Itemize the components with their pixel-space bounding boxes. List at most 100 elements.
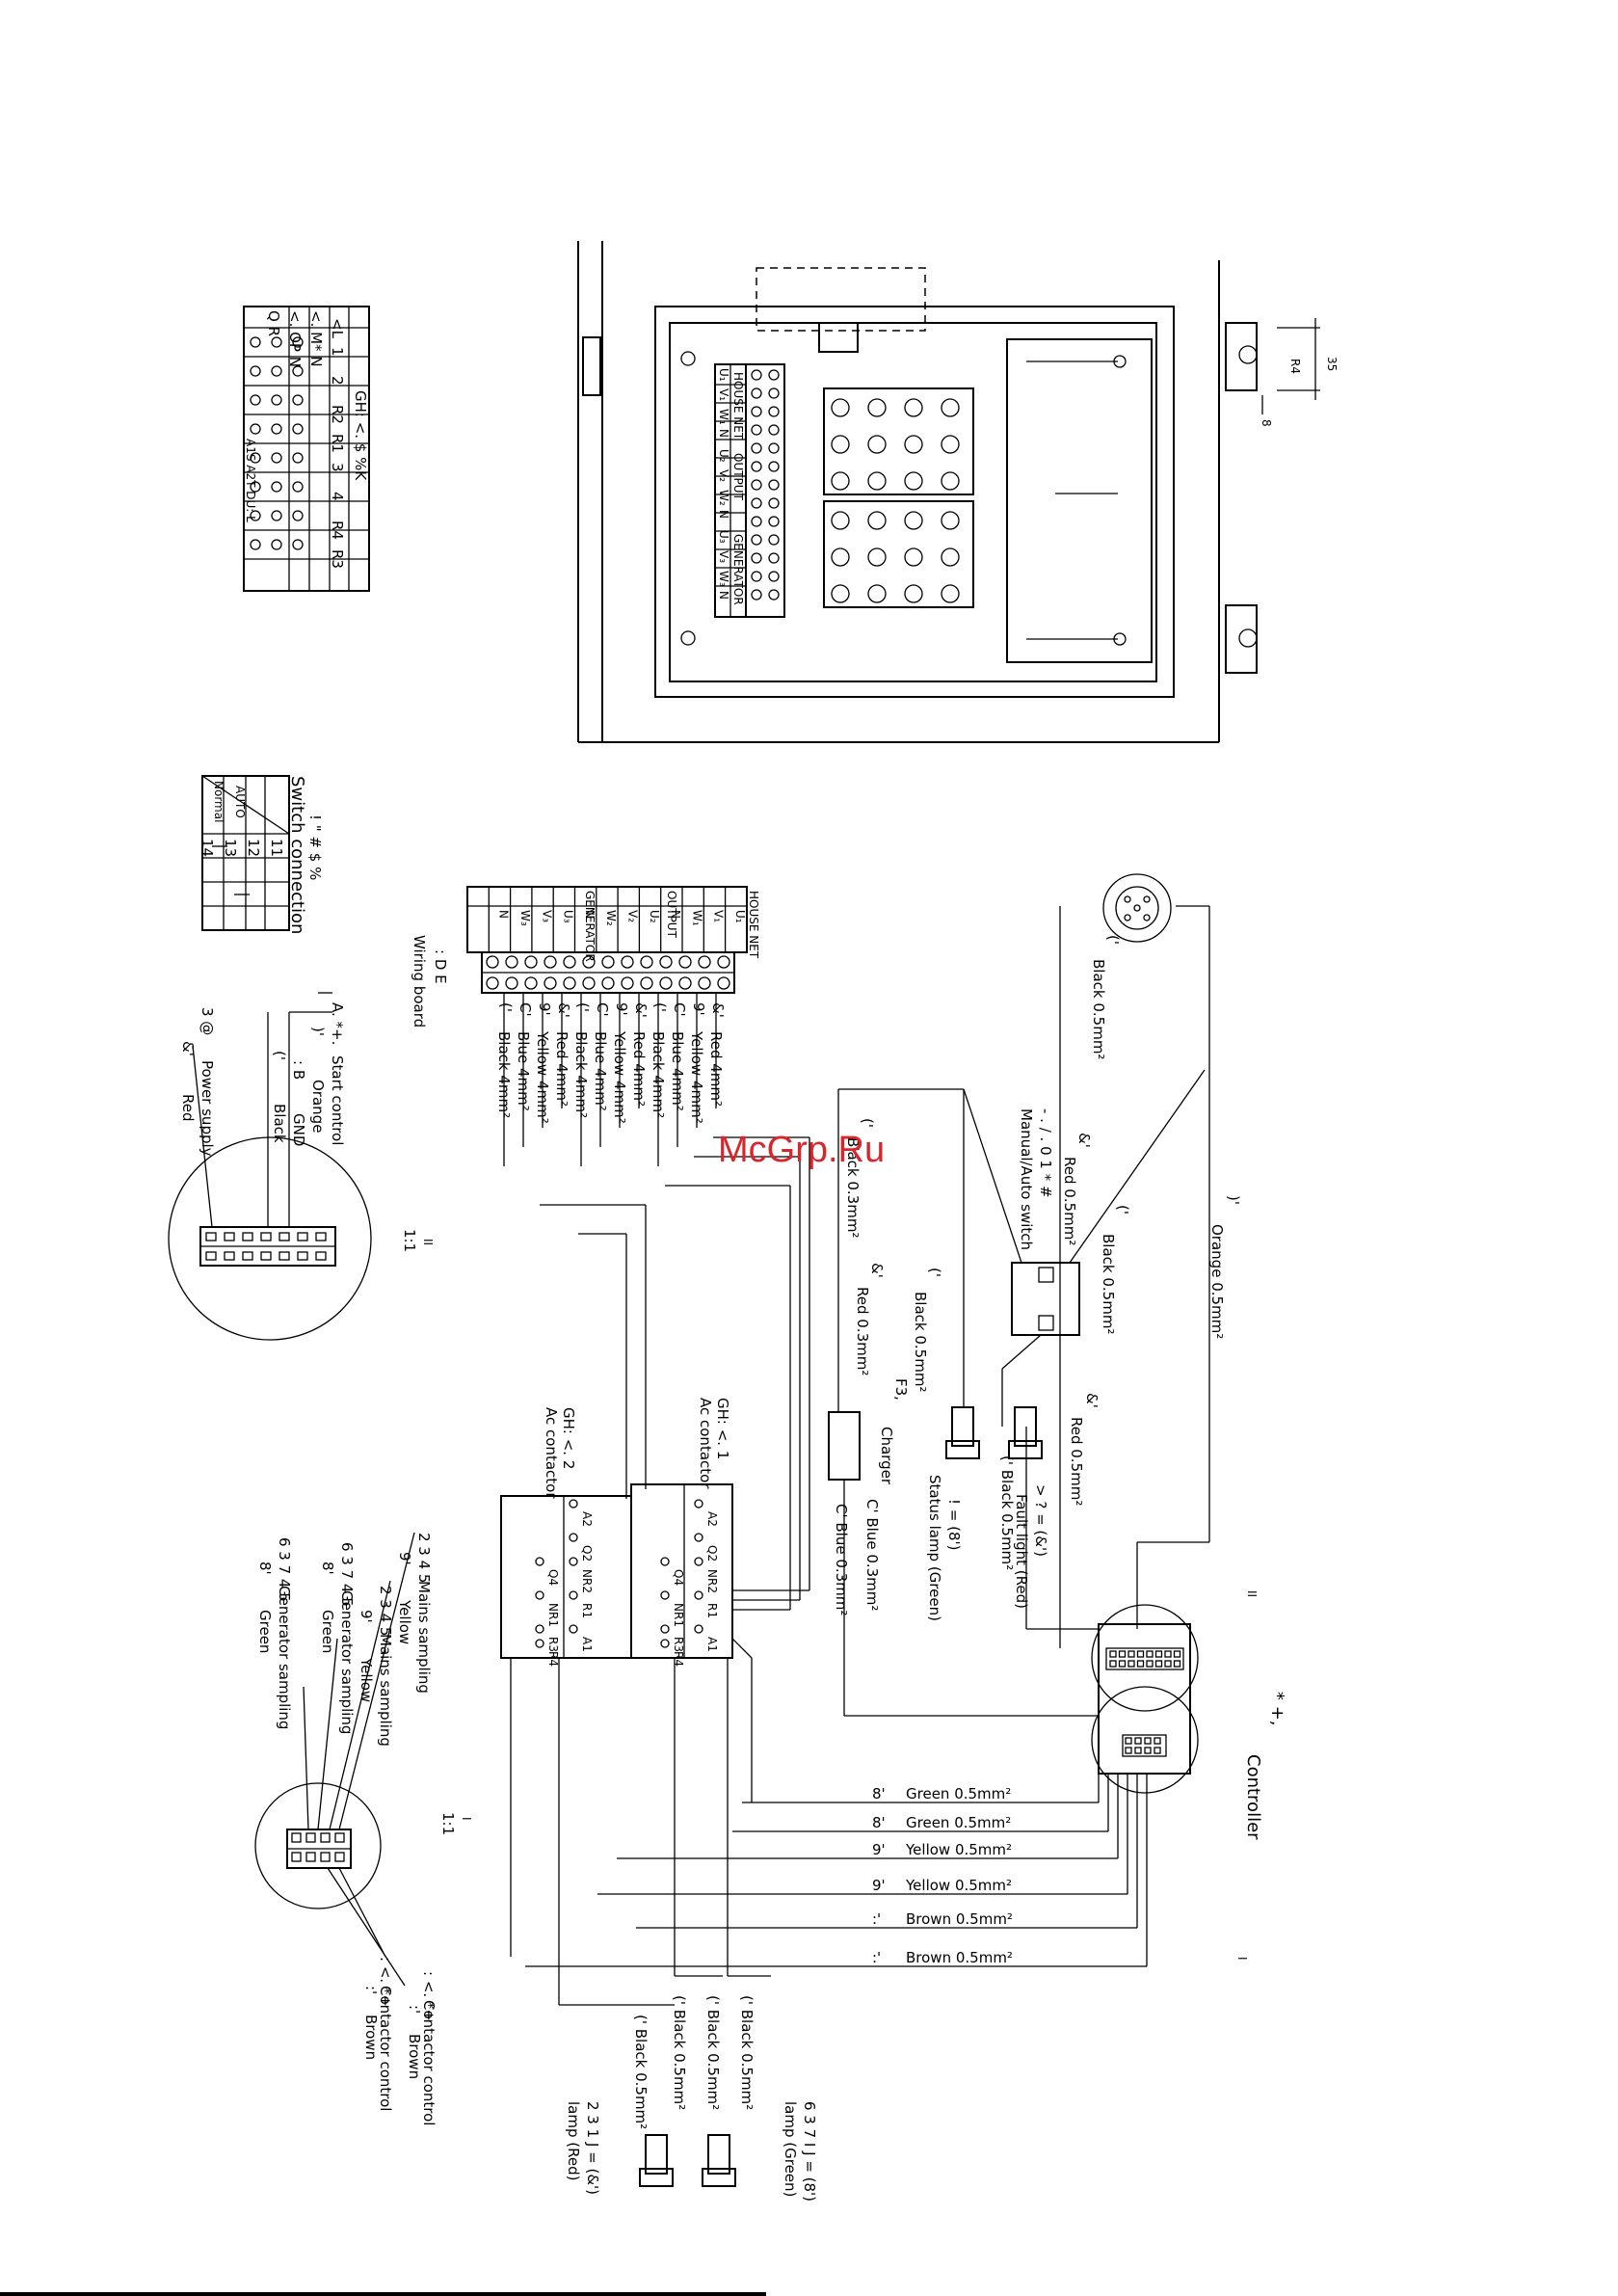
panel-terminal-label: U₁ xyxy=(717,368,730,382)
orange-05-text: Orange 0.5mm² xyxy=(1208,1224,1226,1339)
wiring-board-terminal-label: V₂ xyxy=(626,910,640,922)
manual-auto-code: - . / . 0 1 * # xyxy=(1037,1108,1054,1198)
bottom-lamp-wire: (' Black 0.5mm² xyxy=(671,1995,688,2110)
switch-table xyxy=(243,306,370,592)
plug2-code: 9' xyxy=(396,1552,413,1565)
watermark: McGrp.Ru xyxy=(718,1130,885,1170)
contactor-1-code: GH: <. 1 xyxy=(714,1398,731,1459)
red-05-a: &' xyxy=(1075,1133,1093,1148)
wire-label: Red 4mm² xyxy=(630,1031,648,1107)
switch-conn-col: 11 xyxy=(268,839,285,857)
panel-group-label: GENERATOR xyxy=(731,534,745,605)
switch-table-header: 3 xyxy=(329,463,346,472)
manual-auto-label: Manual/Auto switch xyxy=(1018,1108,1035,1250)
red-03-text: Red 0.3mm² xyxy=(854,1287,871,1375)
panel-terminal-label: V₃ xyxy=(717,550,730,563)
contactor-ctrl-label: Contactor control xyxy=(420,2000,438,2125)
right-wire-label: Green 0.5mm² xyxy=(906,1814,1011,1831)
dim-35: 35 xyxy=(1325,357,1339,371)
switch-conn-col: 14 xyxy=(199,839,216,857)
black-05-b-text: Black 0.5mm² xyxy=(1100,1234,1117,1334)
wiring-board-group-label: OUTPUT xyxy=(665,891,678,939)
wiring-board-terminal-label: V₃ xyxy=(540,910,553,922)
plug-2 xyxy=(254,1532,415,1987)
wire-label: Red 4mm² xyxy=(553,1031,570,1107)
panel-terminal-label: N xyxy=(717,510,730,519)
status-lamp-label: Status lamp (Green) xyxy=(926,1475,943,1621)
panel-terminal-label: V₂ xyxy=(717,469,730,482)
switch-table-header: R4 xyxy=(329,521,346,540)
panel-terminal-label: W₁ xyxy=(717,409,730,425)
wire-label: Blue 4mm² xyxy=(592,1031,609,1111)
plug1-code: 3 @ xyxy=(199,1007,216,1035)
wiring-board-terminal-label: U₁ xyxy=(733,910,747,923)
panel-terminal-label: V₁ xyxy=(717,388,730,401)
plug2-scale: 1:1 xyxy=(439,1812,457,1835)
panel-group-label: HOUSE NET xyxy=(731,372,745,441)
wiring-board-group-label: GENERATOR xyxy=(583,891,597,962)
black-05-c-code: (' xyxy=(926,1268,943,1277)
plug2-label: Mains sampling xyxy=(415,1581,433,1694)
contactor-ctrl-label: Brown xyxy=(362,2015,380,2060)
switch-table-header: 2 xyxy=(329,376,346,386)
contactor-1-label: Ac contactor xyxy=(697,1398,714,1489)
switch-table-header: R1 xyxy=(329,434,346,453)
panel-terminal-label: U₂ xyxy=(717,449,730,463)
wire-code: 9' xyxy=(536,1002,553,1016)
bottom-lamp-code: 6 3 7 I J = (8') xyxy=(801,2101,818,2202)
wire-code: C' xyxy=(594,1002,611,1017)
panel-terminal-label: N xyxy=(717,591,730,600)
right-wire-code: 9' xyxy=(872,1841,886,1858)
contactor-pin-label: Q2 xyxy=(580,1545,594,1562)
red-03-code: &' xyxy=(868,1263,886,1278)
red-05-b-text: Red 0.5mm² xyxy=(1068,1417,1085,1506)
switch-conn-auto: AUTO xyxy=(233,786,247,818)
plug2-label: Yellow xyxy=(358,1657,375,1702)
black-05-c-text: Black 0.5mm² xyxy=(912,1292,929,1392)
charger-blue-1: C' Blue 0.3mm² xyxy=(863,1499,881,1611)
right-wire-label: Brown 0.5mm² xyxy=(906,1910,1013,1928)
switch-table-row-label: <. OP N xyxy=(286,310,304,367)
enclosure xyxy=(577,241,1320,743)
wiring-board-terminal-label: N xyxy=(669,910,682,919)
black-03-a-text: Black 0.3mm² xyxy=(844,1137,862,1238)
dim-8: 8 xyxy=(1260,419,1273,427)
switch-conn-normal: Normal xyxy=(212,781,225,822)
right-wire-code: 9' xyxy=(872,1877,886,1894)
plug1-label: Red xyxy=(179,1094,197,1122)
plug1-scale: 1:1 xyxy=(401,1229,418,1252)
contactor-wiring xyxy=(540,1136,810,1802)
wire-code: &' xyxy=(555,1002,572,1018)
wire-label: Black 4mm² xyxy=(495,1031,513,1118)
dim-r4: R4 xyxy=(1288,359,1302,374)
plug1-code: )' xyxy=(309,1027,327,1036)
right-wire-code: 8' xyxy=(872,1814,886,1831)
panel-terminal-label: W₂ xyxy=(717,490,730,506)
plug2-code: 8' xyxy=(256,1562,274,1575)
bottom-lamp-wire: (' Black 0.5mm² xyxy=(632,2015,650,2129)
contactor-ctrl-code: : <. *+ xyxy=(420,1971,438,2021)
mark-ii-1: II xyxy=(421,1239,435,1245)
contactor-pin-label: A1 xyxy=(580,1637,594,1652)
plug1-label: Black xyxy=(271,1104,288,1143)
contactor-pin-label: A2 xyxy=(580,1511,594,1527)
wire-label: Blue 4mm² xyxy=(669,1031,686,1111)
contactor-pin-label: R3 xyxy=(672,1637,685,1652)
plug1-label: Orange xyxy=(309,1080,327,1133)
switch-table-header: R2 xyxy=(329,405,346,424)
contactor-pin-label: Q4 xyxy=(672,1569,685,1586)
plug2-label: Mains sampling xyxy=(377,1634,394,1747)
plug2-code: 2 3 4 5 xyxy=(377,1586,394,1636)
connector-top xyxy=(1102,873,1172,943)
plug2-code: 9' xyxy=(358,1610,375,1623)
wire-label: Red 4mm² xyxy=(707,1031,725,1107)
switch-table-row-label: Q R xyxy=(265,310,282,336)
switch-table-header: 1 xyxy=(329,347,346,357)
charger-label: Charger xyxy=(878,1427,895,1485)
contactor-pin-label: NR2 xyxy=(705,1569,719,1593)
bottom-lamp-wire: (' Black 0.5mm² xyxy=(704,1995,722,2110)
plug2-code: 6 3 7 4 5 xyxy=(338,1542,356,1607)
right-wire-code: :' xyxy=(872,1910,881,1928)
fault-light xyxy=(1008,1406,1043,1459)
